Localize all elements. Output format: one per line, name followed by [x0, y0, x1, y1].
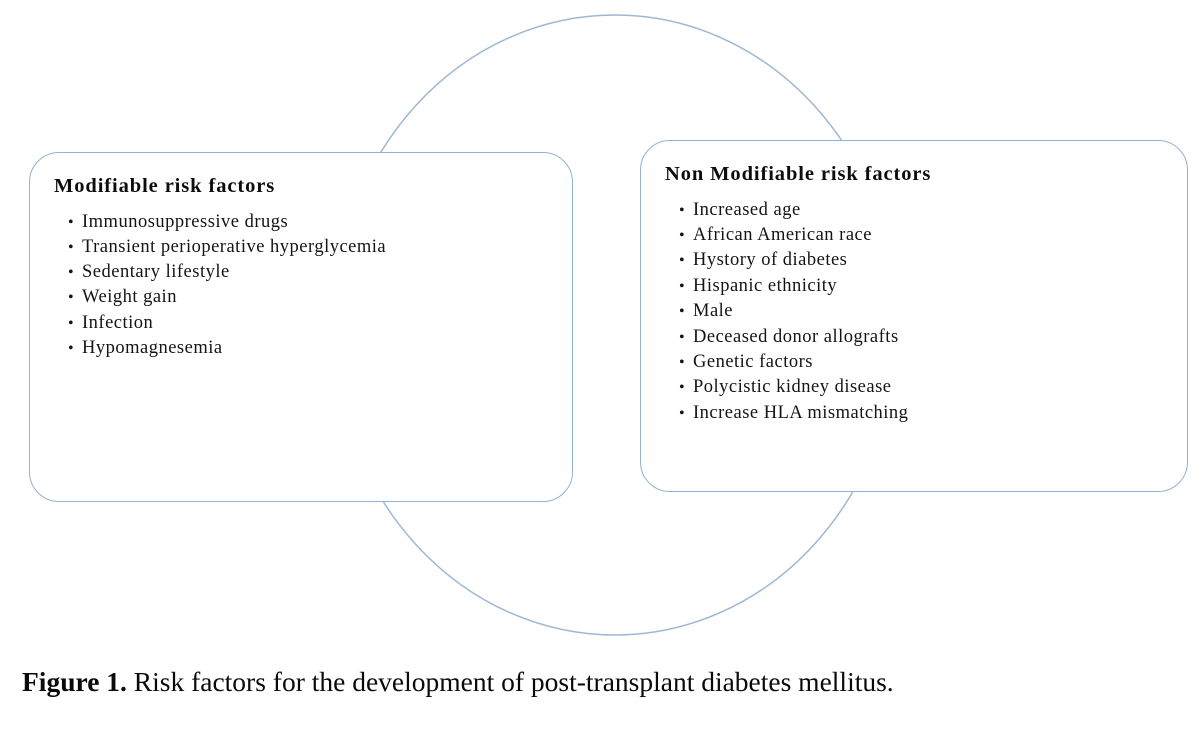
bullet-icon: •	[679, 252, 686, 270]
list-item: • Weight gain	[68, 285, 386, 310]
bullet-icon: •	[679, 353, 686, 371]
figure-caption-label: Figure 1.	[22, 666, 127, 697]
list-item-label: Immunosuppressive drugs	[82, 211, 289, 232]
list-item-label: African American race	[693, 224, 872, 245]
bullet-icon: •	[679, 226, 686, 244]
bullet-icon: •	[68, 238, 75, 256]
list-item-label: Increase HLA mismatching	[693, 402, 909, 423]
modifiable-risk-factors-card: Modifiable risk factors • Immunosuppress…	[29, 152, 573, 502]
list-item-label: Genetic factors	[693, 351, 813, 372]
bullet-icon: •	[679, 277, 686, 295]
bullet-icon: •	[679, 303, 686, 321]
list-item-label: Deceased donor allografts	[693, 326, 899, 347]
list-item-label: Hystory of diabetes	[693, 250, 848, 271]
list-item: • Genetic factors	[679, 350, 931, 375]
list-item-label: Weight gain	[82, 287, 177, 308]
list-item: • Male	[679, 299, 931, 324]
bullet-icon: •	[68, 340, 75, 358]
list-item: • Increased age	[679, 198, 931, 223]
list-item: • Polycistic kidney disease	[679, 375, 931, 400]
bullet-icon: •	[68, 314, 75, 332]
modifiable-card-title: Modifiable risk factors	[54, 175, 276, 197]
modifiable-card-content: Modifiable risk factors • Immunosuppress…	[30, 153, 410, 361]
list-item: • Transient perioperative hyperglycemia	[68, 235, 386, 260]
list-item-label: Hispanic ethnicity	[693, 275, 838, 296]
list-item: • Increase HLA mismatching	[679, 401, 931, 426]
list-item: • Sedentary lifestyle	[68, 260, 386, 285]
list-item-label: Sedentary lifestyle	[82, 262, 230, 283]
non-modifiable-risk-factor-list: • Increased age • African American race …	[665, 198, 931, 427]
list-item: • Hypomagnesemia	[68, 336, 386, 361]
bullet-icon: •	[68, 264, 75, 282]
list-item: • Immunosuppressive drugs	[68, 210, 386, 235]
list-item: • Hispanic ethnicity	[679, 274, 931, 299]
figure-caption-text: Risk factors for the development of post…	[133, 666, 894, 697]
figure-caption: Figure 1. Risk factors for the developme…	[22, 662, 1190, 702]
list-item: • African American race	[679, 223, 931, 248]
non-modifiable-card-title: Non Modifiable risk factors	[665, 163, 932, 185]
list-item-label: Increased age	[693, 199, 801, 220]
bullet-icon: •	[68, 289, 75, 307]
bullet-icon: •	[679, 201, 686, 219]
list-item: • Infection	[68, 311, 386, 336]
list-item-label: Male	[693, 301, 734, 322]
bullet-icon: •	[679, 328, 686, 346]
list-item-label: Hypomagnesemia	[82, 338, 223, 359]
list-item-label: Polycistic kidney disease	[693, 377, 892, 398]
modifiable-risk-factor-list: • Immunosuppressive drugs • Transient pe…	[54, 210, 386, 362]
non-modifiable-card-content: Non Modifiable risk factors • Increased …	[641, 141, 955, 426]
list-item-label: Infection	[82, 312, 154, 333]
non-modifiable-risk-factors-card: Non Modifiable risk factors • Increased …	[640, 140, 1188, 492]
figure-stage: Modifiable risk factors • Immunosuppress…	[29, 14, 1188, 636]
bullet-icon: •	[679, 379, 686, 397]
list-item: • Hystory of diabetes	[679, 248, 931, 273]
bullet-icon: •	[679, 404, 686, 422]
list-item: • Deceased donor allografts	[679, 325, 931, 350]
list-item-label: Transient perioperative hyperglycemia	[82, 236, 387, 257]
bullet-icon: •	[68, 213, 75, 231]
